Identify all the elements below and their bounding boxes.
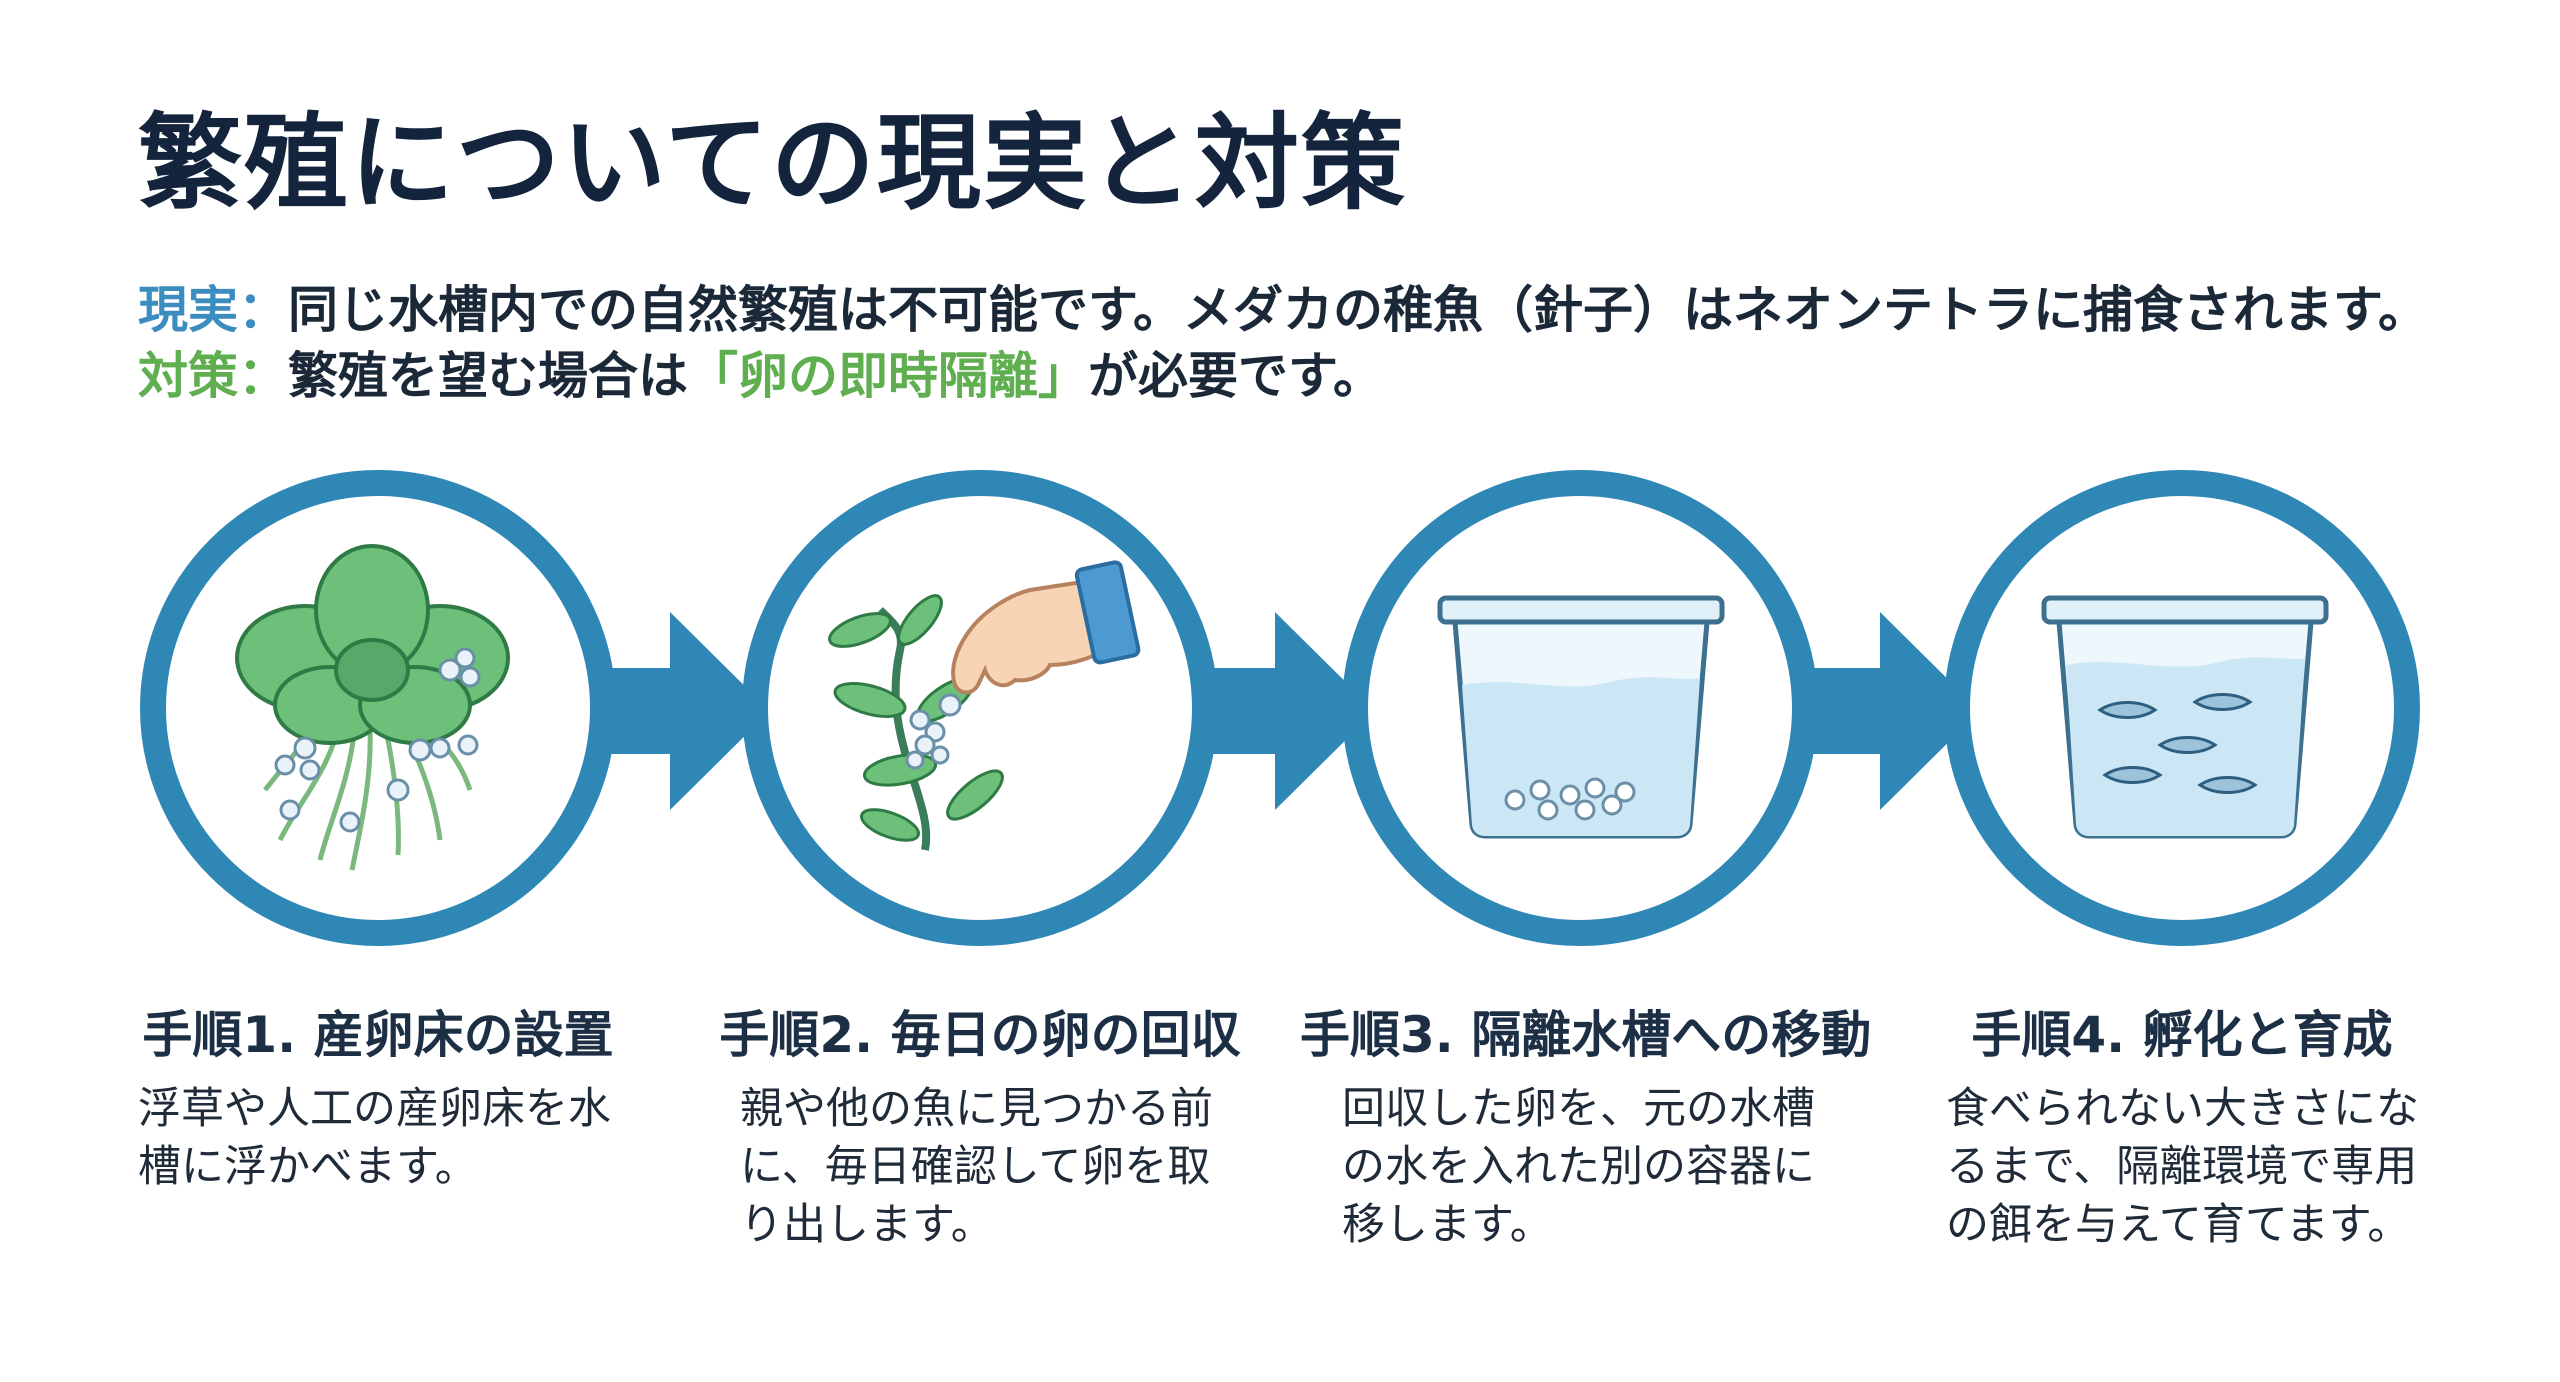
- countermeasure-text-before: 繁殖を望む場合は: [288, 347, 688, 405]
- step4-desc-line: 食べられない大きさにな: [1946, 1084, 2419, 1134]
- arrow-right-icon: [1810, 612, 1980, 810]
- step2-desc-line: り出します。: [740, 1200, 994, 1250]
- step1-title: 手順1. 産卵床の設置: [142, 1006, 614, 1064]
- step4-title: 手順4. 孵化と育成: [1971, 1006, 2393, 1064]
- step1-desc-line: 浮草や人工の産卵床を水: [138, 1084, 611, 1134]
- reality-line: 現実：同じ水槽内での自然繁殖は不可能です。メダカの稚魚（針子）はネオンテトラに捕…: [138, 270, 2428, 342]
- hand-picking-eggs-icon: [828, 560, 1141, 851]
- step3-desc: 回収した卵を、元の水槽 の水を入れた別の容器に 移します。: [1342, 1080, 1842, 1254]
- countermeasure-highlight: 「卵の即時隔離」: [688, 347, 1088, 405]
- floating-plant-with-eggs-icon: [235, 544, 510, 871]
- step3-title: 手順3. 隔離水槽への移動: [1300, 1006, 1872, 1064]
- step2-title: 手順2. 毎日の卵の回収: [719, 1006, 1241, 1064]
- process-diagram: [140, 470, 2420, 946]
- step2-desc-line: 親や他の魚に見つかる前: [740, 1084, 1213, 1134]
- step1-desc: 浮草や人工の産卵床を水 槽に浮かべます。: [138, 1080, 638, 1196]
- step4-desc-line: るまで、隔離環境で専用: [1946, 1142, 2418, 1192]
- arrow-right-icon: [1205, 612, 1375, 810]
- countermeasure-text-after: が必要です。: [1088, 347, 1383, 405]
- step4-desc: 食べられない大きさにな るまで、隔離環境で専用 の餌を与えて育てます。: [1946, 1080, 2446, 1254]
- countermeasure-line: 対策：繁殖を望む場合は「卵の即時隔離」が必要です。: [138, 336, 1383, 408]
- reality-label: 現実：: [138, 281, 288, 339]
- step3-desc-line: 移します。: [1342, 1200, 1553, 1250]
- step2-desc-line: に、毎日確認して卵を取: [740, 1142, 1211, 1192]
- countermeasure-label: 対策：: [138, 347, 288, 405]
- step1-desc-line: 槽に浮かべます。: [138, 1142, 478, 1192]
- container-with-fry-icon: [2041, 595, 2329, 839]
- step3-desc-line: 回収した卵を、元の水槽: [1342, 1084, 1815, 1134]
- page-title: 繁殖についての現実と対策: [138, 102, 1407, 224]
- step3-desc-line: の水を入れた別の容器に: [1342, 1142, 1815, 1192]
- step4-desc-line: の餌を与えて育てます。: [1946, 1200, 2411, 1250]
- reality-text: 同じ水槽内での自然繁殖は不可能です。メダカの稚魚（針子）はネオンテトラに捕食され…: [288, 281, 2428, 339]
- container-with-eggs-icon: [1437, 595, 1725, 839]
- step2-desc: 親や他の魚に見つかる前 に、毎日確認して卵を取 り出します。: [740, 1080, 1240, 1254]
- step2-circle: [742, 470, 1218, 946]
